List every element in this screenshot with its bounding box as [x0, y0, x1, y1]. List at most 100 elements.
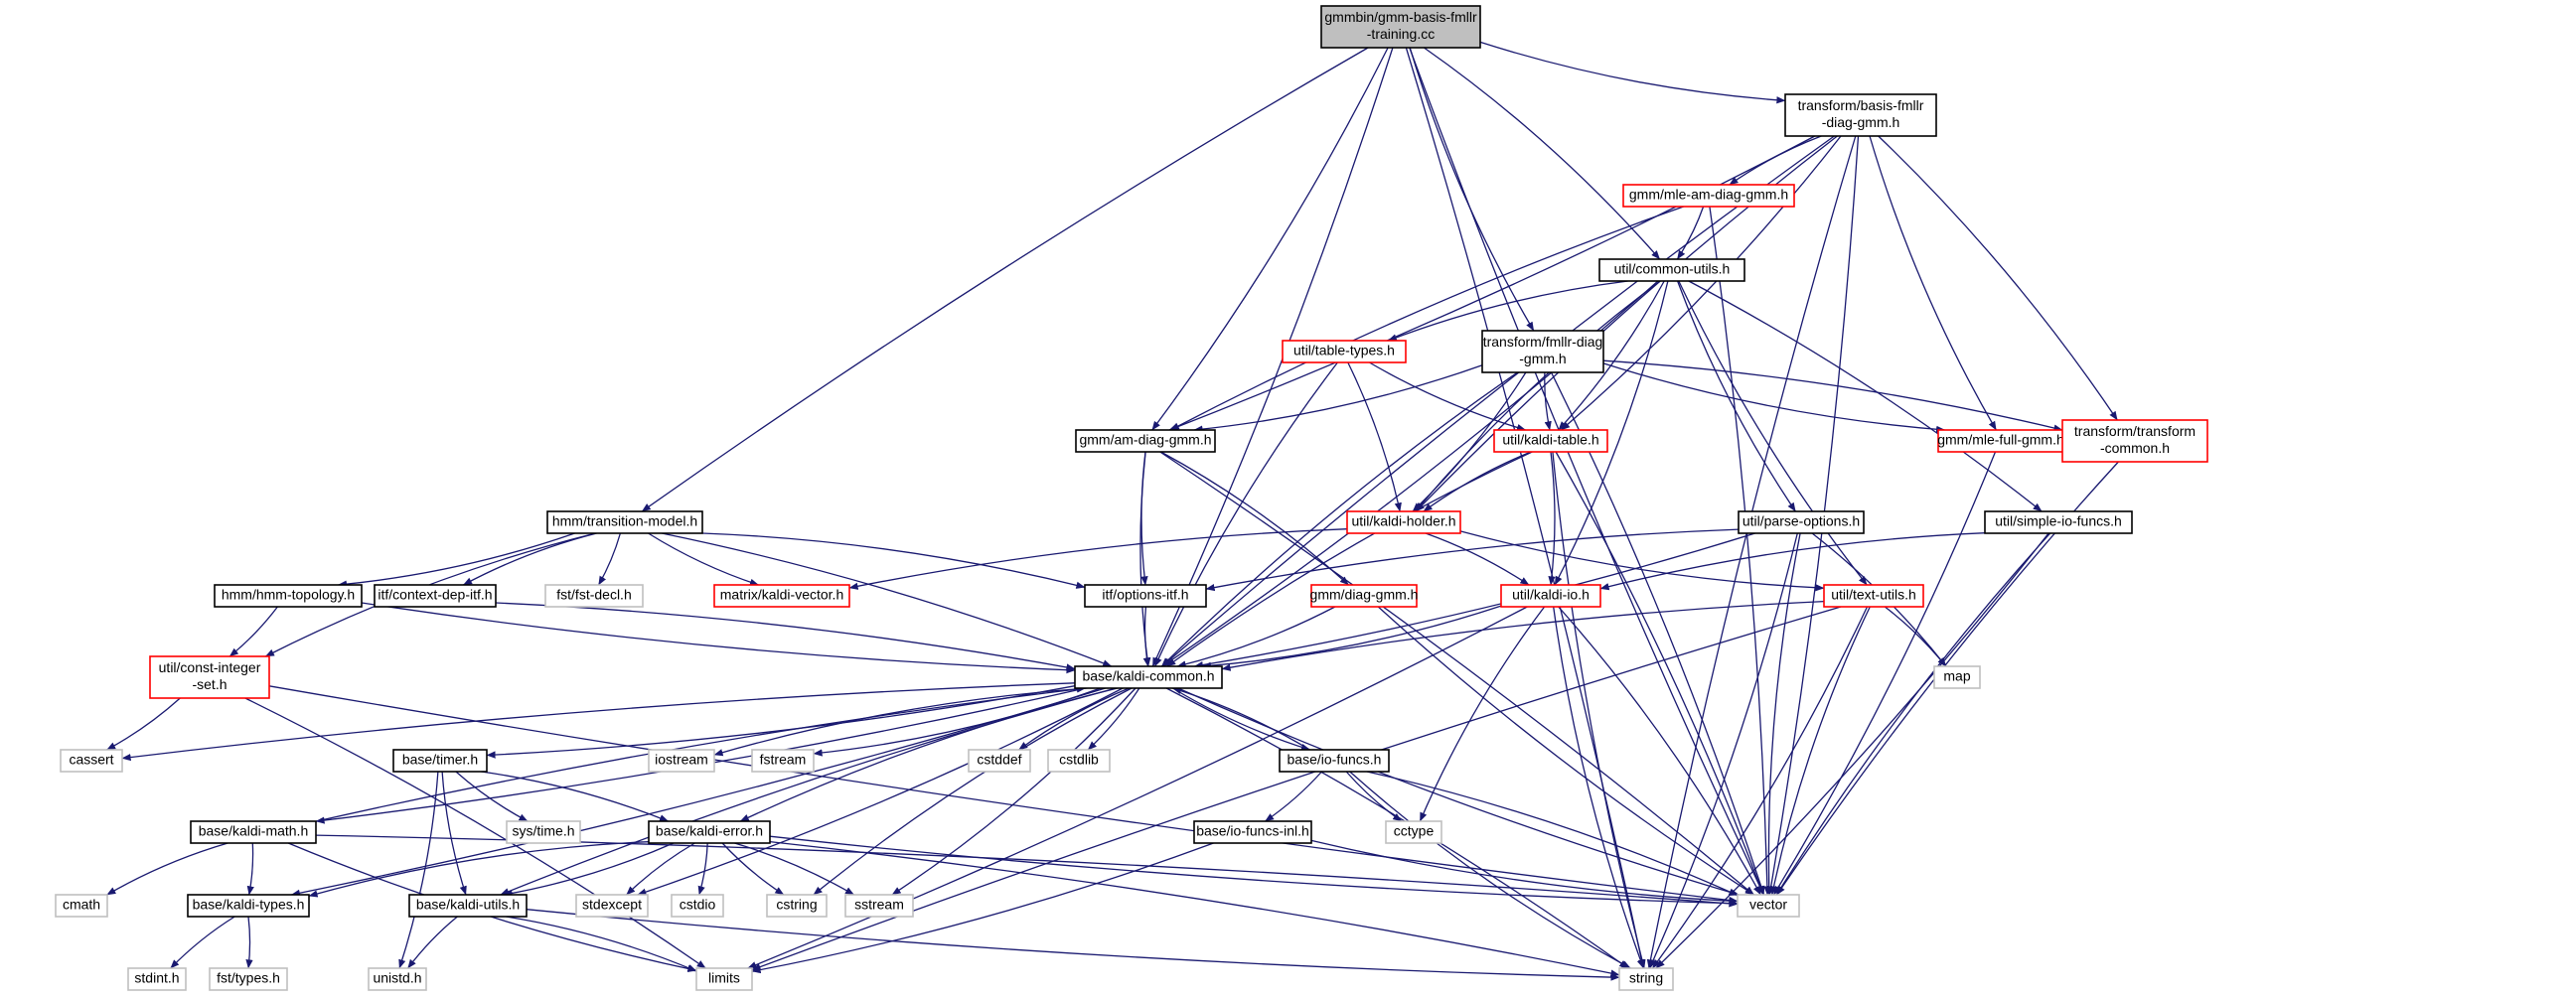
- edge-parse_options-to-options_itf: [1205, 528, 1740, 592]
- node-layer: gmmbin/gmm-basis-fmllr-training.cc transf…: [55, 5, 2208, 991]
- node-fmllr-diag[interactable]: transform/fmllr-diag-gmm.h: [1481, 330, 1604, 373]
- node-label: util/kaldi-io.h: [1512, 587, 1590, 603]
- edge-fmllr_diag-to-kaldi_holder: [1412, 371, 1527, 512]
- edge-kaldi_math-to-kaldi_common: [315, 685, 1086, 822]
- node-box: [209, 967, 288, 991]
- node-kaldi-common[interactable]: base/kaldi-common.h: [1074, 665, 1223, 689]
- edge-diag_gmm-to-vector: [1377, 606, 1755, 896]
- node-map: map: [1933, 665, 1981, 689]
- node-label: map: [1943, 668, 1970, 684]
- node-label: cstddef: [977, 752, 1021, 768]
- node-options-itf[interactable]: itf/options-itf.h: [1084, 584, 1207, 608]
- node-kaldi-error[interactable]: base/kaldi-error.h: [648, 820, 771, 844]
- node-common-utils[interactable]: util/common-utils.h: [1598, 258, 1745, 282]
- node-label: cstdio: [680, 897, 716, 913]
- edge-kaldi_math-to-cmath: [106, 842, 228, 896]
- edge-kaldi_table-to-kaldi_common: [1166, 451, 1533, 667]
- node-transition-model[interactable]: hmm/transition-model.h: [546, 510, 703, 534]
- node-label: itf/options-itf.h: [1102, 587, 1188, 603]
- edge-kaldi_types-to-stdint: [170, 916, 235, 969]
- edge-root-to-vector: [1409, 47, 1764, 896]
- node-label: base/io-funcs.h: [1288, 752, 1382, 768]
- node-box: [1933, 665, 1981, 689]
- node-box: [214, 584, 363, 608]
- edge-kaldi_error-to-stdexcept: [626, 842, 695, 896]
- node-am-diag[interactable]: gmm/am-diag-gmm.h: [1075, 429, 1216, 453]
- node-kaldi-vector[interactable]: matrix/kaldi-vector.h: [713, 584, 850, 608]
- node-box: [695, 967, 753, 991]
- node-label: base/timer.h: [402, 752, 478, 768]
- edge-common_utils-to-kaldi_table: [1558, 280, 1665, 431]
- node-sstream: sstream: [844, 894, 914, 918]
- node-box: [968, 749, 1031, 773]
- node-transform-common[interactable]: transform/transform-common.h: [2061, 419, 2208, 463]
- node-label: -diag-gmm.h: [1822, 114, 1900, 130]
- edge-kaldi_common-to-vector: [1177, 687, 1740, 897]
- node-box: [1984, 510, 2133, 534]
- edge-const_integer_set-to-cassert: [106, 697, 181, 751]
- edge-table_types-to-kaldi_holder: [1347, 361, 1402, 512]
- node-box: [1075, 429, 1216, 453]
- edge-kaldi_table-to-kaldi_holder: [1423, 451, 1532, 512]
- node-timer[interactable]: base/timer.h: [392, 749, 488, 773]
- node-label: util/common-utils.h: [1614, 261, 1731, 277]
- edge-io_funcs-to-string: [1349, 771, 1631, 969]
- node-hmm-topology[interactable]: hmm/hmm-topology.h: [214, 584, 363, 608]
- node-kaldi-holder[interactable]: util/kaldi-holder.h: [1346, 510, 1461, 534]
- edge-const_integer_set-to-vector: [268, 685, 1739, 905]
- node-label: cmath: [63, 897, 100, 913]
- node-kaldi-types[interactable]: base/kaldi-types.h: [187, 894, 310, 918]
- node-simple-io[interactable]: util/simple-io-funcs.h: [1984, 510, 2133, 534]
- node-diag-gmm[interactable]: gmm/diag-gmm.h: [1310, 584, 1419, 608]
- node-const-integer-set[interactable]: util/const-integer-set.h: [149, 655, 270, 699]
- node-label: cassert: [69, 752, 113, 768]
- node-box: [127, 967, 187, 991]
- edge-transition_model-to-options_itf: [701, 532, 1086, 589]
- node-label: hmm/transition-model.h: [552, 513, 697, 529]
- edge-text_utils-to-string: [1651, 606, 1869, 969]
- node-unistd: unistd.h: [368, 967, 427, 991]
- edge-kaldi_error-to-kaldi_types: [308, 841, 650, 898]
- node-mle-am-diag[interactable]: gmm/mle-am-diag-gmm.h: [1622, 184, 1795, 208]
- node-box: [648, 820, 771, 844]
- node-label: fstream: [760, 752, 807, 768]
- edge-kaldi_table-to-kaldi_io: [1548, 451, 1556, 586]
- node-kaldi-math[interactable]: base/kaldi-math.h: [190, 820, 317, 844]
- node-context-dep[interactable]: itf/context-dep-itf.h: [374, 584, 497, 608]
- node-kaldi-utils[interactable]: base/kaldi-utils.h: [408, 894, 528, 918]
- edge-table_types-to-kaldi_common: [1154, 361, 1338, 667]
- node-parse-options[interactable]: util/parse-options.h: [1738, 510, 1865, 534]
- node-kaldi-io[interactable]: util/kaldi-io.h: [1500, 584, 1601, 608]
- node-io-funcs-inl[interactable]: base/io-funcs-inl.h: [1193, 820, 1312, 844]
- node-box: [190, 820, 317, 844]
- node-table-types[interactable]: util/table-types.h: [1282, 340, 1407, 363]
- node-text-utils[interactable]: util/text-utils.h: [1823, 584, 1924, 608]
- node-box: [1282, 340, 1407, 363]
- node-basis-fmllr[interactable]: transform/basis-fmllr-diag-gmm.h: [1784, 93, 1937, 137]
- edge-io_funcs-to-kaldi_common: [1172, 687, 1310, 751]
- edge-io_funcs-to-io_funcs_inl: [1265, 771, 1322, 822]
- node-box: [844, 894, 914, 918]
- edge-kaldi_common-to-sstream: [891, 687, 1136, 896]
- node-kaldi-table[interactable]: util/kaldi-table.h: [1493, 429, 1608, 453]
- node-label: -common.h: [2100, 440, 2170, 456]
- node-root[interactable]: gmmbin/gmm-basis-fmllr-training.cc: [1320, 5, 1481, 49]
- node-box: [546, 510, 703, 534]
- edge-common_utils-to-kaldi_io: [1554, 280, 1669, 586]
- node-io-funcs[interactable]: base/io-funcs.h: [1279, 749, 1390, 773]
- node-box: [766, 894, 828, 918]
- edge-kaldi_utils-to-string: [526, 909, 1620, 981]
- edge-hmm_topology-to-const_integer_set: [228, 606, 278, 657]
- edge-io_funcs-to-vector: [1366, 771, 1739, 897]
- edge-timer-to-kaldi_error: [481, 771, 670, 822]
- node-label: cstdlib: [1059, 752, 1099, 768]
- node-label: transform/transform: [2074, 423, 2196, 439]
- node-label: matrix/kaldi-vector.h: [720, 587, 843, 603]
- node-label: cctype: [1394, 823, 1435, 839]
- node-label: unistd.h: [373, 970, 421, 986]
- node-limits: limits: [695, 967, 753, 991]
- node-label: base/io-funcs-inl.h: [1196, 823, 1309, 839]
- node-mle-full[interactable]: gmm/mle-full-gmm.h: [1937, 429, 2064, 453]
- node-string: string: [1618, 967, 1674, 991]
- edge-root-to-string: [1405, 47, 1645, 969]
